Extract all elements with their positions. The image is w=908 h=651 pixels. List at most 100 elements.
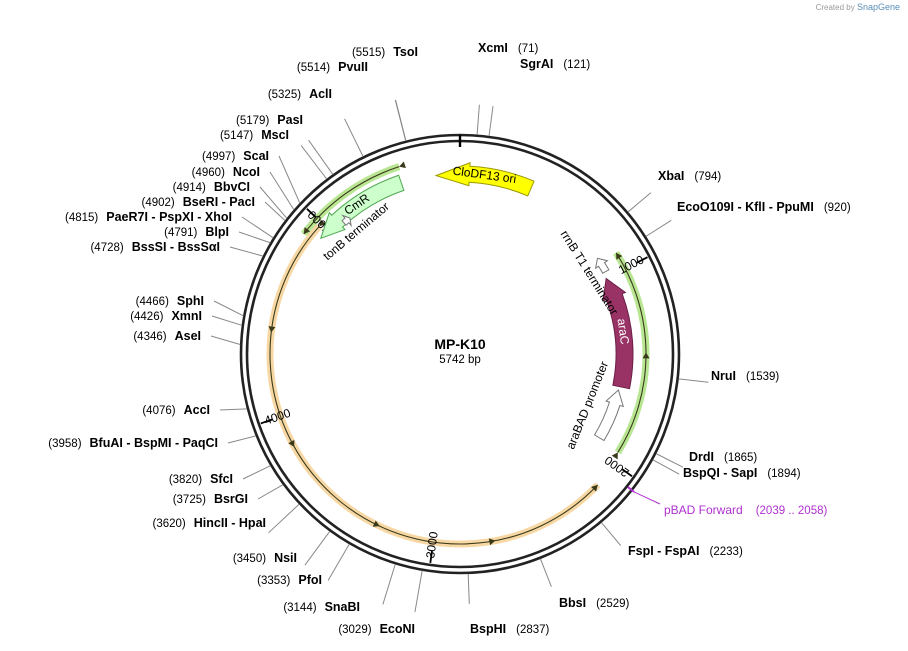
- enzyme-position: (3450): [233, 553, 266, 565]
- enzyme-position: (4914): [173, 182, 206, 194]
- enzyme-name: XbaI: [658, 169, 684, 183]
- enzyme-site-snabi[interactable]: SnaBI(3144): [283, 564, 396, 614]
- enzyme-position: (4426): [130, 311, 163, 323]
- enzyme-site-bsphi[interactable]: BspHI(2837): [467, 573, 550, 636]
- enzyme-site-ecoo109i-kfli-ppumi[interactable]: EcoO109I - KflI - PpuMI(920): [645, 200, 851, 237]
- enzyme-position: (1539): [746, 371, 779, 383]
- enzyme-site-sgrai[interactable]: SgrAI(121): [488, 57, 590, 136]
- feature-arrow: [341, 214, 352, 228]
- feature-clodf13-ori[interactable]: CloDF13 ori: [434, 162, 535, 197]
- tick-label-3000: 3000: [423, 530, 441, 559]
- feature-arabad-promoter[interactable]: araBAD promoter: [563, 359, 625, 451]
- enzyme-leader-line: [264, 201, 286, 221]
- enzyme-site-pfoi[interactable]: PfoI(3353): [257, 543, 350, 587]
- enzyme-site-pasi[interactable]: PasI(5179): [236, 113, 334, 175]
- enzyme-leader-line: [394, 99, 407, 141]
- enzyme-position: (1894): [767, 468, 800, 480]
- primer-mark: [627, 486, 635, 493]
- enzyme-site-bfuai-bspmi-paqci[interactable]: BfuAI - BspMI - PaqCI(3958): [48, 435, 256, 450]
- feature-arrow: [434, 162, 535, 197]
- enzyme-name: BbsI: [559, 596, 586, 610]
- plasmid-center-label: MP-K10 5742 bp: [434, 336, 486, 366]
- enzyme-site-asei[interactable]: AseI (4346): [133, 329, 241, 345]
- enzyme-site-msci[interactable]: MscI(5147): [220, 128, 328, 180]
- enzyme-leader-line: [257, 484, 284, 500]
- enzyme-name: HincII - HpaI: [194, 516, 266, 530]
- enzyme-site-hincii-hpai[interactable]: HincII - HpaI(3620): [153, 503, 300, 534]
- enzyme-site-xmni[interactable]: XmnI(4426): [130, 309, 243, 326]
- orf-arrow-icon: [372, 520, 380, 527]
- enzyme-site-bsrgi[interactable]: BsrGI (3725): [173, 484, 284, 506]
- orf-1: [300, 161, 406, 237]
- enzyme-name: TsoI: [393, 45, 418, 59]
- enzyme-site-paer7i-pspxi-xhoi[interactable]: PaeR7I - PspXI - XhoI(4815): [65, 210, 274, 239]
- enzyme-name: ScaI: [243, 149, 269, 163]
- enzyme-name: AseI: [175, 329, 201, 343]
- enzyme-position: (920): [824, 202, 851, 214]
- primer-range: (2039 .. 2058): [756, 505, 828, 517]
- enzyme-leader-line: [308, 139, 334, 175]
- feature-cmr[interactable]: CmR: [319, 174, 405, 240]
- enzyme-position: (4346): [133, 331, 166, 343]
- orf-arrow-icon: [616, 252, 623, 260]
- enzyme-position: (4076): [142, 405, 175, 417]
- enzyme-layer: TsoI(5515)PvuII(5514)AclI(5325)PasI(5179…: [48, 41, 851, 636]
- enzyme-position: (3725): [173, 494, 206, 506]
- enzyme-site-bsssi-bsss-i[interactable]: BssSI - BssSαI(4728): [90, 240, 264, 257]
- enzyme-site-bspqi-sapi[interactable]: BspQI - SapI(1894): [652, 459, 801, 480]
- enzyme-site-xcmi[interactable]: XcmI(71): [476, 41, 539, 135]
- enzyme-site-drdi[interactable]: DrdI(1865): [655, 450, 757, 468]
- snapgene-logo: SnapGene: [856, 2, 900, 12]
- enzyme-site-nsii[interactable]: NsiI(3450): [233, 531, 331, 566]
- enzyme-position: (4466): [136, 296, 169, 308]
- enzyme-site-econi[interactable]: EcoNI(3029): [338, 570, 423, 636]
- enzyme-site-sphi[interactable]: SphI(4466): [136, 294, 244, 317]
- enzyme-site-nrui[interactable]: NruI(1539): [678, 369, 780, 383]
- orf-arrow-icon: [399, 161, 406, 169]
- tick-label-4000: 4000: [263, 406, 293, 428]
- enzyme-name: BsrGI: [214, 492, 248, 506]
- feature-arrow: [319, 174, 405, 240]
- enzyme-site-acci[interactable]: AccI (4076): [142, 403, 247, 417]
- credit-prefix: Created by: [815, 3, 855, 12]
- orf-arrow-icon: [268, 326, 276, 333]
- enzyme-leader-line: [242, 465, 271, 480]
- enzyme-position: (71): [518, 43, 539, 55]
- enzyme-site-sfci[interactable]: SfcI(3820): [169, 465, 271, 486]
- enzyme-site-xbai[interactable]: XbaI(794): [627, 169, 721, 213]
- primer-pbad-forward[interactable]: pBAD Forward(2039 .. 2058): [627, 486, 828, 517]
- feature-rrnb-t1-terminator[interactable]: rrnB T1 terminator: [558, 228, 622, 318]
- enzyme-site-acli[interactable]: AclI(5325): [268, 87, 364, 157]
- enzyme-name: BbvCI: [214, 180, 250, 194]
- enzyme-name: BlpI: [205, 225, 229, 239]
- enzyme-site-blpi[interactable]: BlpI(4791): [164, 225, 271, 244]
- enzyme-site-ncoi[interactable]: NcoI(4960): [192, 165, 295, 211]
- plasmid-name: MP-K10: [434, 336, 486, 352]
- enzyme-position: (5514): [297, 62, 330, 74]
- enzyme-leader-line: [382, 564, 396, 605]
- enzyme-site-pvuii[interactable]: PvuII (5514): [297, 60, 407, 141]
- orf-arrow-icon: [611, 452, 618, 460]
- feature-arac[interactable]: araC: [602, 277, 634, 390]
- enzyme-site-bbsi[interactable]: BbsI (2529): [539, 558, 630, 610]
- enzyme-position: (2529): [596, 598, 629, 610]
- tick-mark-5000: [306, 208, 317, 218]
- enzyme-position: (4997): [202, 151, 235, 163]
- enzyme-leader-line: [344, 118, 364, 157]
- enzyme-leader-line: [304, 531, 331, 566]
- enzyme-position: (121): [563, 59, 590, 71]
- orf-line: [269, 225, 599, 545]
- enzyme-site-bseri-paci[interactable]: BseRI - PacI(4902): [141, 195, 286, 221]
- feature-arrow: [594, 257, 610, 274]
- orf-arrow-icon: [488, 538, 496, 546]
- enzyme-leader-line: [414, 570, 423, 613]
- enzyme-site-bbvci[interactable]: BbvCI (4914): [173, 180, 288, 219]
- enzyme-site-scai[interactable]: ScaI (4997): [202, 149, 301, 204]
- enzyme-name: AccI: [184, 403, 210, 417]
- enzyme-site-fspi-fspai[interactable]: FspI - FspAI(2233): [601, 522, 743, 558]
- enzyme-position: (5179): [236, 115, 269, 127]
- enzyme-name: PvuII: [338, 60, 368, 74]
- plasmid-size: 5742 bp: [439, 354, 481, 366]
- orf-layer: [266, 161, 650, 548]
- enzyme-leader-line: [601, 522, 622, 546]
